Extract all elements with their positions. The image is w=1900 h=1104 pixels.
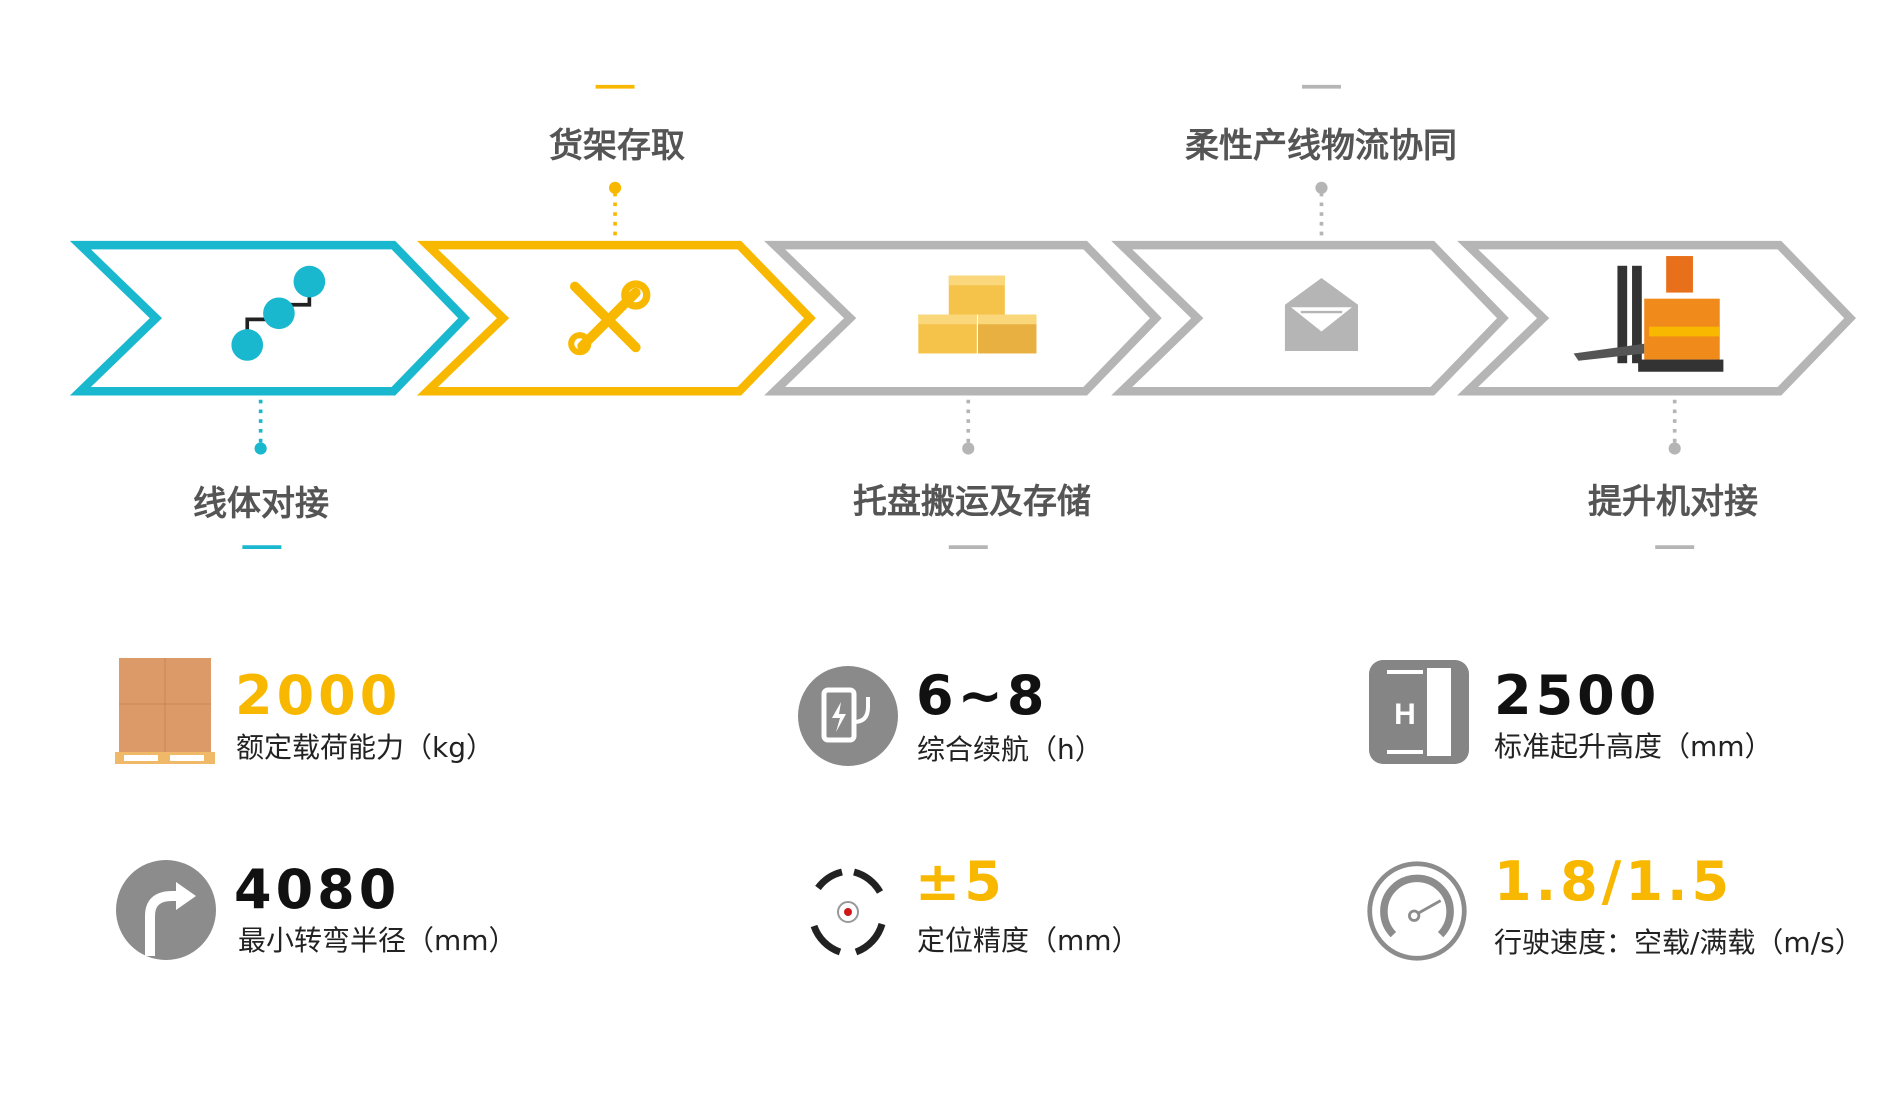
stage-label-3: 托盘搬运及存储 [853, 482, 1091, 522]
spec-label-load: 额定载荷能力（kg） [236, 731, 494, 764]
connected-nodes-icon [231, 265, 326, 361]
spec-label-endurance: 综合续航（h） [917, 733, 1103, 766]
stage-label-5: 提升机对接 [1588, 482, 1758, 522]
chevron-stage-1 [69, 240, 470, 396]
spec-label-turn-radius: 最小转弯半径（mm） [238, 924, 517, 957]
spec-value-endurance: 6~8 [916, 664, 1049, 727]
spec-value-speed: 1.8/1.5 [1494, 850, 1734, 913]
spec-value-lift-height: 2500 [1494, 664, 1661, 727]
chevron-stage-4 [1111, 240, 1509, 396]
stage-label-2: 货架存取 [549, 126, 685, 166]
charging-icon [798, 666, 898, 766]
tools-icon [568, 280, 651, 356]
turn-right-icon [116, 860, 216, 960]
chevron-stage-2 [416, 240, 816, 396]
chevron-stage-3 [764, 240, 1162, 396]
spec-value-turn-radius: 4080 [234, 858, 401, 921]
envelope-icon [1284, 277, 1359, 352]
lift-height-icon: H [1369, 660, 1469, 764]
spec-label-lift-height: 标准起升高度（mm） [1494, 730, 1773, 763]
spec-label-speed: 行驶速度：空载/满载（m/s） [1494, 926, 1863, 959]
svg-text:H: H [1394, 698, 1416, 731]
spec-label-accuracy: 定位精度（mm） [917, 924, 1140, 957]
spec-value-load: 2000 [235, 664, 402, 727]
chevron-stage-5 [1457, 240, 1856, 396]
spec-value-accuracy: ±5 [915, 850, 1006, 913]
forklift-agv-icon [1573, 256, 1724, 372]
boxes-icon [918, 275, 1037, 354]
stage-label-4: 柔性产线物流协同 [1185, 126, 1457, 166]
speedometer-icon [1367, 861, 1467, 961]
target-icon [810, 868, 886, 956]
pallet-boxes-icon [115, 658, 215, 764]
stage-label-1: 线体对接 [193, 484, 329, 524]
